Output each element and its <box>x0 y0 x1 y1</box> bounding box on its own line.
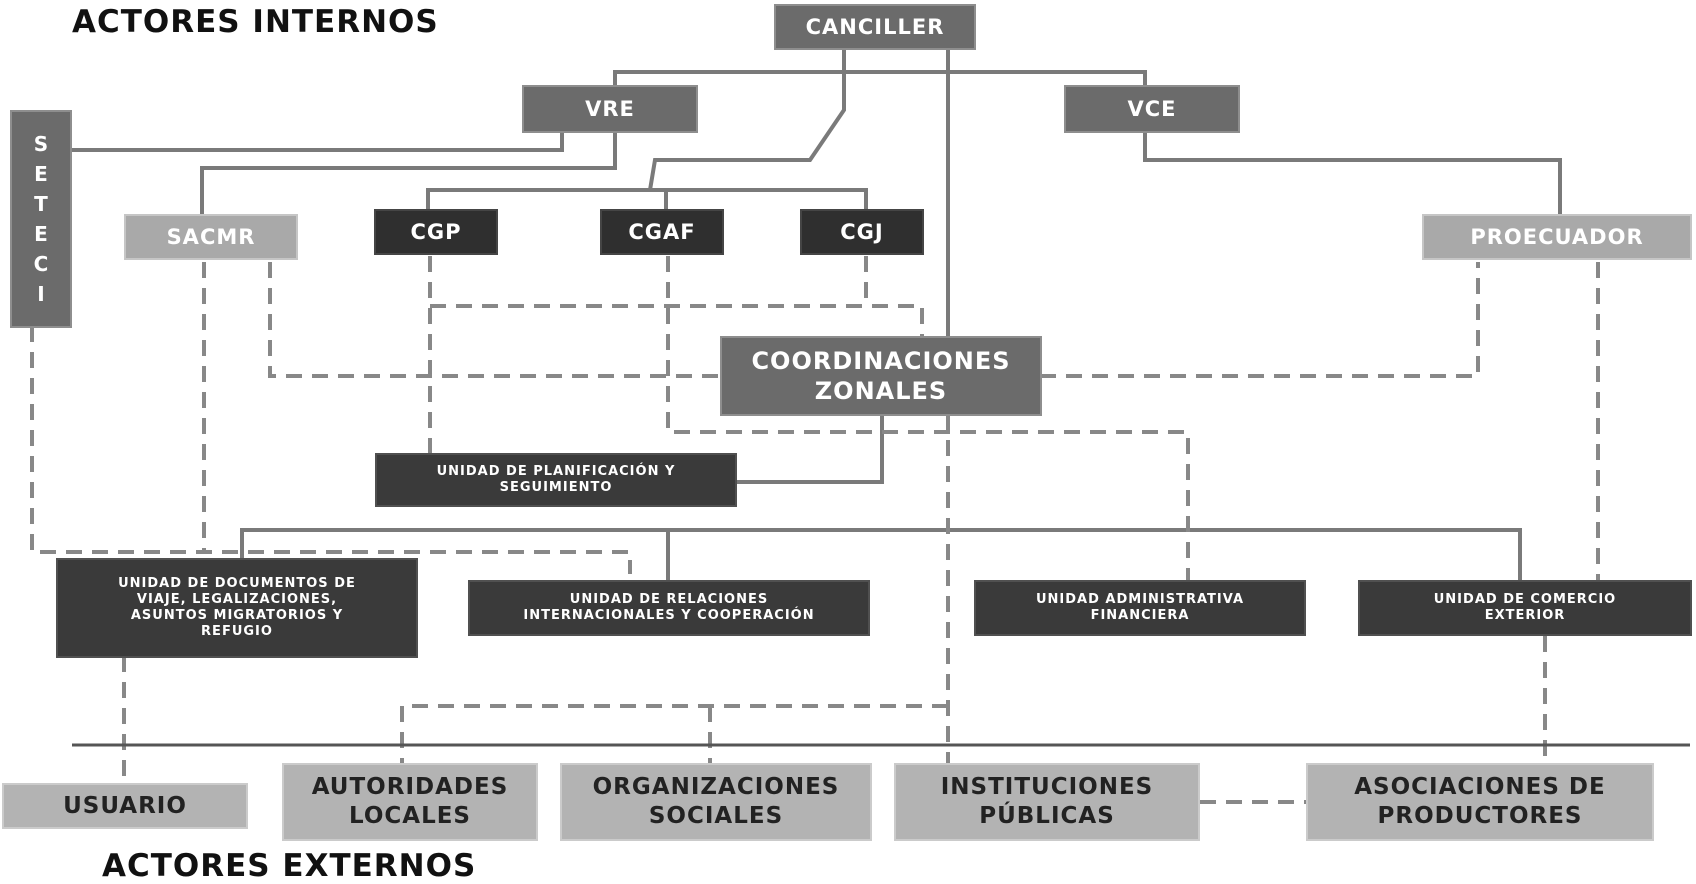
canciller-label: CANCILLER <box>805 14 945 39</box>
vce-label: VCE <box>1127 96 1177 121</box>
coordinaciones-line: COORDINACIONES <box>751 347 1011 375</box>
organizaciones-line: SOCIALES <box>648 803 784 829</box>
documentos-line: VIAJE, LEGALIZACIONES, <box>136 591 338 607</box>
seteci-letter: I <box>37 282 45 306</box>
asociaciones-productores-box: ASOCIACIONES DE PRODUCTORES <box>1306 763 1654 841</box>
coordinaciones-line: ZONALES <box>814 377 948 405</box>
line-vre-sacmr <box>200 132 617 232</box>
relaciones-line: UNIDAD DE RELACIONES <box>569 591 769 607</box>
unidad-relaciones-box: UNIDAD DE RELACIONES INTERNACIONALES Y C… <box>468 580 870 636</box>
autoridades-locales-box: AUTORIDADES LOCALES <box>282 763 538 841</box>
cgaf-label: CGAF <box>628 219 696 244</box>
instituciones-line: PÚBLICAS <box>979 803 1115 829</box>
cgaf-box: CGAF <box>600 209 724 255</box>
planificacion-line: SEGUIMIENTO <box>499 480 613 495</box>
dash-cgp-coordinaciones <box>430 304 924 336</box>
seteci-letter: C <box>33 252 49 276</box>
sacmr-box: SACMR <box>124 214 298 260</box>
unidad-documentos-box: UNIDAD DE DOCUMENTOS DE VIAJE, LEGALIZAC… <box>56 558 418 658</box>
instituciones-line: INSTITUCIONES <box>940 774 1154 801</box>
planificacion-line: UNIDAD DE PLANIFICACIÓN Y <box>436 463 676 479</box>
unidad-comercio-box: UNIDAD DE COMERCIO EXTERIOR <box>1358 580 1692 636</box>
seteci-letter: S <box>33 132 49 156</box>
asociaciones-line: ASOCIACIONES DE <box>1354 774 1606 801</box>
documentos-line: UNIDAD DE DOCUMENTOS DE <box>118 575 356 591</box>
autoridades-line: LOCALES <box>349 803 471 829</box>
cgj-label: CGJ <box>840 219 884 244</box>
vre-box: VRE <box>522 85 698 133</box>
canciller-box: CANCILLER <box>774 4 976 50</box>
line-coordinaciones-planificacion <box>736 414 884 484</box>
usuario-box: USUARIO <box>2 783 248 829</box>
organizaciones-sociales-box: ORGANIZACIONES SOCIALES <box>560 763 872 841</box>
proecuador-box: PROECUADOR <box>1422 214 1692 260</box>
seteci-letter: T <box>34 192 48 216</box>
internal-actors-title: ACTORES INTERNOS <box>72 4 439 40</box>
autoridades-line: AUTORIDADES <box>311 774 509 801</box>
coordinaciones-zonales-box: COORDINACIONES ZONALES <box>720 336 1042 416</box>
vre-label: VRE <box>585 96 635 121</box>
comercio-line: UNIDAD DE COMERCIO <box>1433 591 1617 607</box>
unidad-planificacion-box: UNIDAD DE PLANIFICACIÓN Y SEGUIMIENTO <box>375 453 737 507</box>
dash-cgaf-administrativa <box>666 256 1190 582</box>
documentos-line: REFUGIO <box>201 624 273 640</box>
dash-external-bus <box>400 704 948 766</box>
instituciones-publicas-box: INSTITUCIONES PÚBLICAS <box>894 763 1200 841</box>
line-canciller-staff <box>648 48 846 191</box>
asociaciones-line: PRODUCTORES <box>1377 803 1583 829</box>
cgp-box: CGP <box>374 209 498 255</box>
administrativa-line: UNIDAD ADMINISTRATIVA <box>1035 591 1245 607</box>
cgj-box: CGJ <box>800 209 924 255</box>
relaciones-line: INTERNACIONALES Y COOPERACIÓN <box>523 608 815 623</box>
seteci-letter: E <box>34 222 48 246</box>
line-units-bus <box>240 528 1522 582</box>
dash-sacmr-coordinaciones <box>268 262 722 378</box>
vce-box: VCE <box>1064 85 1240 133</box>
usuario-label: USUARIO <box>63 792 187 819</box>
administrativa-line: FINANCIERA <box>1090 608 1190 623</box>
seteci-letter: E <box>34 162 48 186</box>
proecuador-label: PROECUADOR <box>1470 224 1644 249</box>
seteci-box: S E T E C I <box>10 110 72 328</box>
documentos-line: ASUNTOS MIGRATORIOS Y <box>130 608 344 623</box>
external-actors-title: ACTORES EXTERNOS <box>102 848 477 884</box>
line-vce-proecuador <box>1143 132 1562 232</box>
dash-seteci-documentos <box>30 326 632 574</box>
cgp-label: CGP <box>410 219 462 244</box>
line-vre-seteci <box>66 130 564 152</box>
dash-coordinaciones-proecuador <box>1040 262 1480 378</box>
unidad-administrativa-box: UNIDAD ADMINISTRATIVA FINANCIERA <box>974 580 1306 636</box>
organizaciones-line: ORGANIZACIONES <box>592 774 840 801</box>
sacmr-label: SACMR <box>166 224 256 249</box>
comercio-line: EXTERIOR <box>1484 608 1566 623</box>
